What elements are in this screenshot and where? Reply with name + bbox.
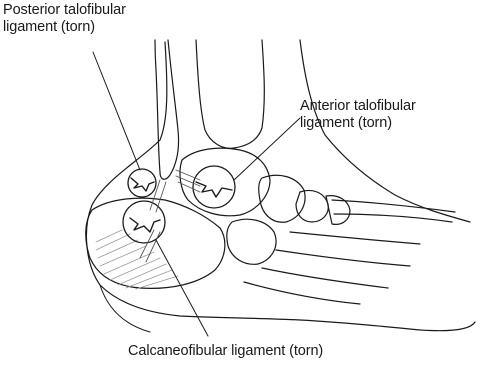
metatarsal-3: [276, 250, 410, 266]
posterior-talofibular-label-line-1: Posterior talofibular: [3, 2, 126, 19]
calcaneus: [86, 198, 225, 288]
calcaneofibular-label: Calcaneofibular ligament (torn): [128, 343, 323, 360]
fibula: [155, 40, 179, 179]
cuneiform-1: [296, 191, 328, 223]
anterior-talofibular-label-line-2: ligament (torn): [300, 115, 416, 132]
calcaneofibular-tear-circle: [123, 201, 165, 243]
metatarsal-1b: [334, 214, 452, 222]
cuboid: [227, 219, 276, 264]
metatarsal-2: [290, 232, 420, 244]
anterior-talofibular-label: Anterior talofibular ligament (torn): [300, 98, 416, 132]
calcaneofibular-tear: [130, 218, 160, 232]
posterior-talofibular-label: Posterior talofibular ligament (torn): [3, 2, 126, 36]
anterior-talofibular-tear-circle: [193, 166, 235, 208]
heel-shading: [96, 230, 178, 289]
anterior-talofibular-label-line-1: Anterior talofibular: [300, 98, 416, 115]
metatarsal-4: [262, 268, 388, 288]
tibia: [196, 40, 264, 148]
posterior-talofibular-tear: [131, 178, 154, 191]
anterior-talofibular-tear: [196, 182, 232, 197]
foot-outline: [86, 42, 475, 331]
posterior-leader-line: [93, 52, 140, 170]
posterior-talofibular-label-line-2: ligament (torn): [3, 19, 126, 36]
metatarsal-5: [244, 282, 360, 304]
